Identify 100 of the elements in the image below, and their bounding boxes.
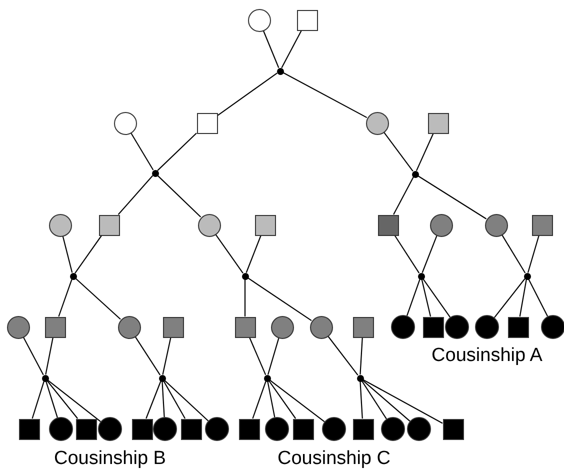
- female-circle: [205, 417, 229, 441]
- female-circle: [541, 315, 564, 339]
- pedigree-line: [421, 279, 432, 317]
- male-square: [428, 112, 448, 134]
- male-square: [378, 214, 398, 236]
- male-square: [422, 316, 444, 338]
- junction-dot: [152, 170, 158, 176]
- pedigree-line: [130, 132, 154, 170]
- junction-dot: [276, 68, 284, 74]
- pedigree-line: [46, 381, 58, 418]
- female-circle: [391, 315, 415, 339]
- junction-dot: [264, 374, 270, 382]
- pedigree-line: [267, 381, 276, 418]
- female-circle: [153, 417, 177, 441]
- female-circle: [407, 417, 431, 441]
- pedigree-line: [362, 379, 443, 424]
- pedigree-line: [519, 279, 527, 317]
- group-label: Cousinship C: [278, 448, 390, 470]
- male-square: [132, 418, 152, 440]
- female-circle: [198, 214, 220, 236]
- male-square: [162, 316, 184, 338]
- pedigree-line: [45, 337, 54, 375]
- pedigree-line: [215, 234, 244, 274]
- female-circle: [322, 417, 346, 441]
- male-square: [180, 418, 202, 440]
- male-square: [442, 418, 464, 440]
- pedigree-line: [502, 234, 526, 274]
- female-circle: [366, 112, 388, 134]
- male-square: [254, 214, 276, 236]
- male-square: [76, 418, 96, 440]
- junction-dot: [42, 374, 48, 382]
- group-label: Cousinship A: [432, 345, 542, 367]
- pedigree-line: [62, 236, 73, 273]
- pedigree-line: [361, 380, 387, 420]
- pedigree-line: [268, 380, 296, 419]
- pedigree-line: [252, 381, 266, 419]
- male-square: [352, 418, 374, 440]
- pedigree-line: [494, 278, 526, 318]
- male-square: [44, 316, 66, 338]
- female-circle: [270, 316, 294, 338]
- junction-dot: [70, 272, 76, 280]
- pedigree-line: [383, 132, 414, 172]
- pedigree-line: [157, 132, 197, 171]
- female-circle: [265, 417, 289, 441]
- female-circle: [475, 315, 499, 339]
- female-circle: [445, 315, 469, 339]
- pedigree-line: [528, 278, 548, 317]
- pedigree-line: [46, 380, 78, 419]
- pedigree-line: [134, 336, 161, 376]
- female-circle: [310, 316, 332, 338]
- group-label: Cousinship B: [54, 448, 166, 470]
- female-circle: [484, 214, 508, 236]
- pedigree-line: [217, 72, 278, 116]
- male-square: [196, 112, 218, 134]
- female-circle: [48, 214, 72, 236]
- pedigree-line: [249, 337, 266, 375]
- pedigree-line: [163, 380, 186, 419]
- pedigree-line: [393, 176, 414, 215]
- pedigree-line: [74, 235, 102, 274]
- pedigree-line: [262, 30, 280, 68]
- pedigree-line: [157, 175, 202, 218]
- female-circle: [381, 417, 405, 441]
- junction-dot: [524, 272, 530, 280]
- female-circle: [6, 316, 30, 338]
- pedigree-line: [118, 175, 154, 215]
- male-square: [292, 418, 314, 440]
- pedigree-line: [164, 380, 209, 422]
- pedigree-line: [422, 278, 451, 318]
- pedigree-line: [248, 278, 312, 322]
- male-square: [508, 316, 528, 338]
- junction-dot: [412, 170, 418, 178]
- pedigree-line: [47, 380, 101, 422]
- pedigree-line: [146, 381, 162, 419]
- pedigree-line: [422, 236, 438, 273]
- pedigree-line: [267, 338, 280, 375]
- male-square: [234, 316, 256, 338]
- pedigree-line: [416, 133, 434, 172]
- female-circle: [98, 417, 122, 441]
- female-circle: [430, 214, 452, 236]
- male-square: [18, 418, 40, 440]
- junction-dot: [356, 374, 364, 382]
- pedigree-line: [527, 235, 540, 273]
- male-square: [98, 214, 120, 236]
- pedigree-line: [32, 381, 44, 419]
- pedigree-line: [162, 381, 165, 418]
- male-square: [296, 10, 318, 30]
- male-square: [532, 214, 552, 236]
- junction-dot: [418, 272, 424, 280]
- pedigree-line: [394, 235, 420, 274]
- pedigree-line: [328, 336, 358, 376]
- pedigree-line: [22, 336, 44, 376]
- female-circle: [114, 112, 136, 134]
- female-circle: [248, 8, 270, 32]
- pedigree-line: [162, 337, 172, 375]
- pedigree-line: [360, 381, 363, 419]
- pedigree-line: [281, 30, 302, 68]
- junction-dot: [158, 374, 166, 382]
- junction-dot: [242, 272, 248, 280]
- male-square: [352, 316, 374, 338]
- pedigree-line: [282, 72, 368, 118]
